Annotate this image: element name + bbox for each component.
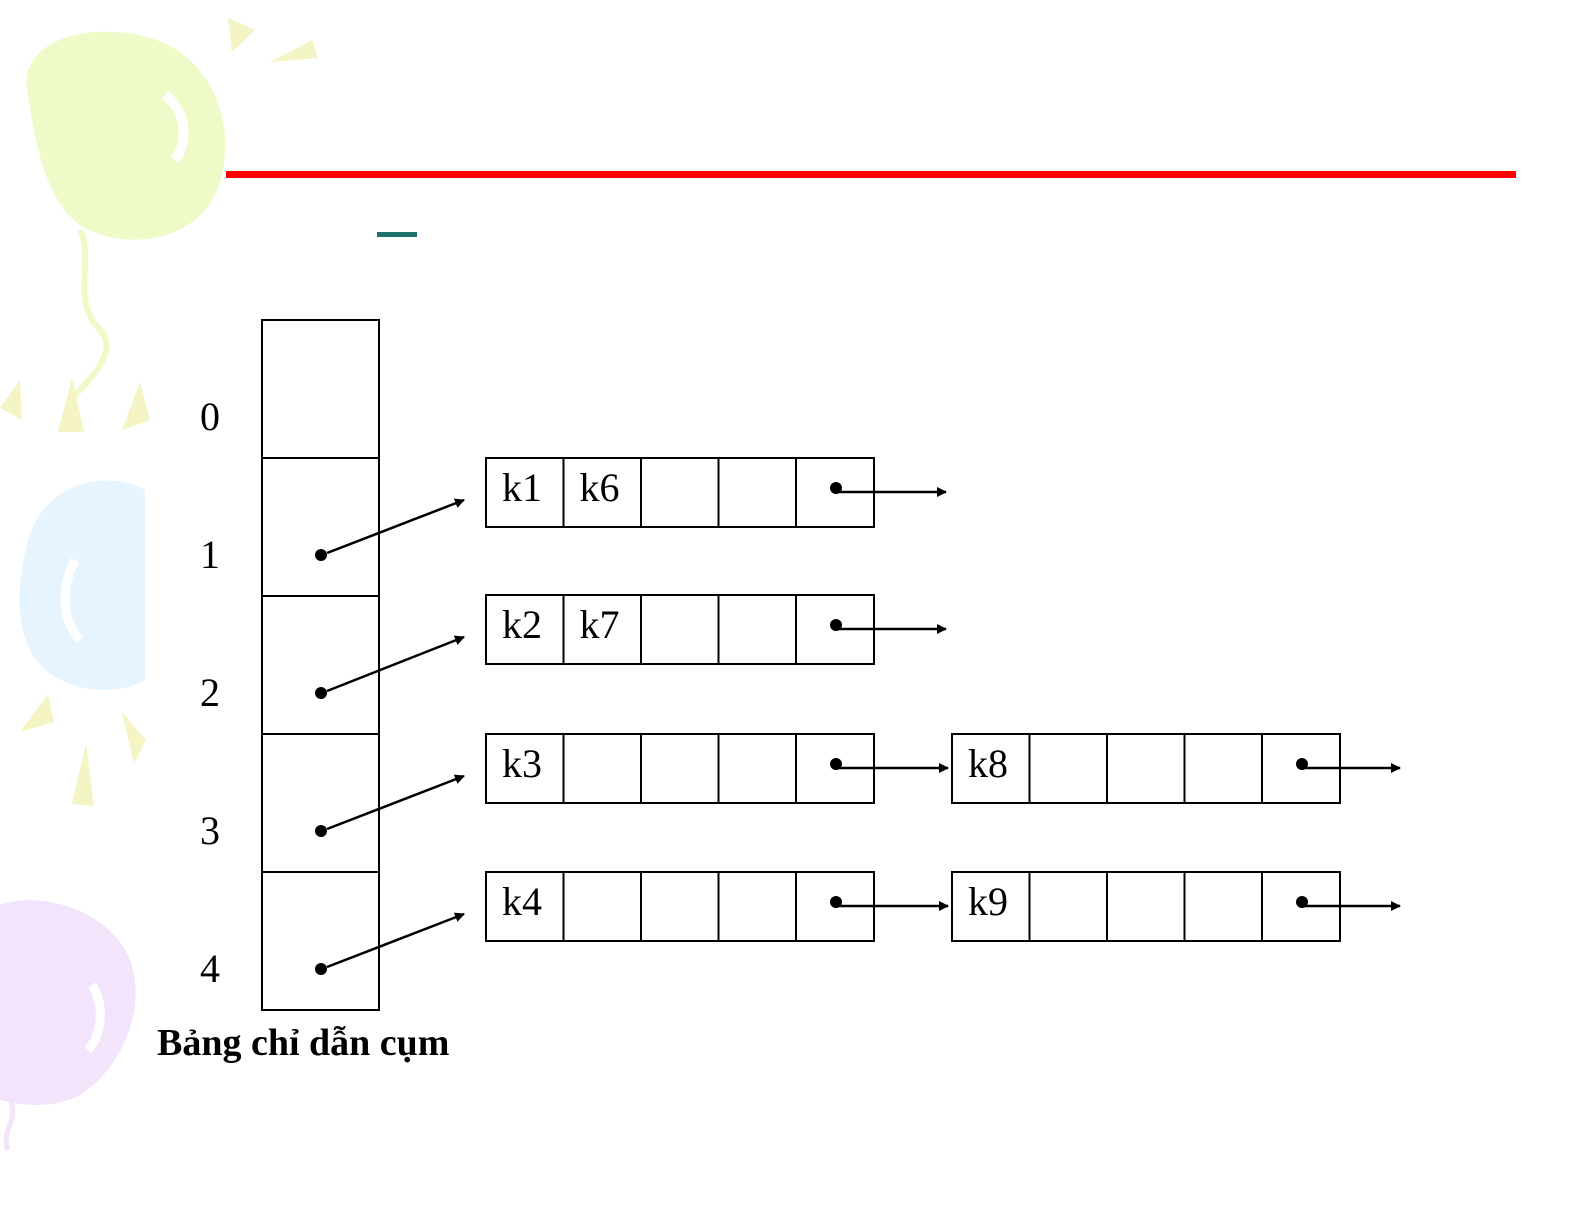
record-slot	[1185, 872, 1263, 941]
index-number: 4	[200, 946, 220, 991]
record-key: k6	[580, 465, 620, 510]
index-number: 2	[200, 670, 220, 715]
bucket-block: k1 k6	[486, 458, 946, 527]
record-slot	[564, 734, 642, 803]
record-key: k1	[502, 465, 542, 510]
record-slot	[719, 734, 797, 803]
record-slot	[1030, 872, 1108, 941]
record-key: k3	[502, 741, 542, 786]
index-pointer-arrow	[327, 500, 464, 553]
record-slot	[564, 872, 642, 941]
index-cell	[262, 872, 379, 1010]
index-cell	[262, 734, 379, 872]
bucket-block: k4	[486, 872, 948, 941]
index-cell	[262, 596, 379, 734]
record-key: k9	[968, 879, 1008, 924]
record-slot	[1107, 734, 1185, 803]
bucket-chains: k1 k6 k2 k7 k3 k8 k4 k9	[315, 458, 1400, 975]
record-slot	[1107, 872, 1185, 941]
record-key: k8	[968, 741, 1008, 786]
record-slot	[719, 458, 797, 527]
bucket-block: k9	[952, 872, 1400, 941]
index-number: 1	[200, 532, 220, 577]
index-pointer-dot	[315, 825, 327, 837]
record-key: k4	[502, 879, 542, 924]
record-slot	[641, 872, 719, 941]
record-key: k2	[502, 602, 542, 647]
record-slot	[641, 734, 719, 803]
index-number: 0	[200, 394, 220, 439]
index-pointer-arrow	[327, 776, 464, 829]
record-slot	[641, 458, 719, 527]
index-cell	[262, 458, 379, 596]
index-pointer-arrow	[327, 914, 464, 967]
index-table-caption: Bảng chỉ dẫn cụm	[157, 1022, 449, 1064]
index-pointer-arrow	[327, 637, 464, 691]
index-pointer-dot	[315, 549, 327, 561]
record-key: k7	[580, 602, 620, 647]
index-pointer-dot	[315, 687, 327, 699]
record-slot	[719, 595, 797, 664]
index-number: 3	[200, 808, 220, 853]
record-slot	[719, 872, 797, 941]
index-cell	[262, 320, 379, 458]
record-slot	[641, 595, 719, 664]
record-slot	[1030, 734, 1108, 803]
bucket-block: k8	[952, 734, 1400, 803]
index-pointer-dot	[315, 963, 327, 975]
bucket-block: k3	[486, 734, 948, 803]
bucket-block: k2 k7	[486, 595, 946, 664]
record-slot	[1185, 734, 1263, 803]
